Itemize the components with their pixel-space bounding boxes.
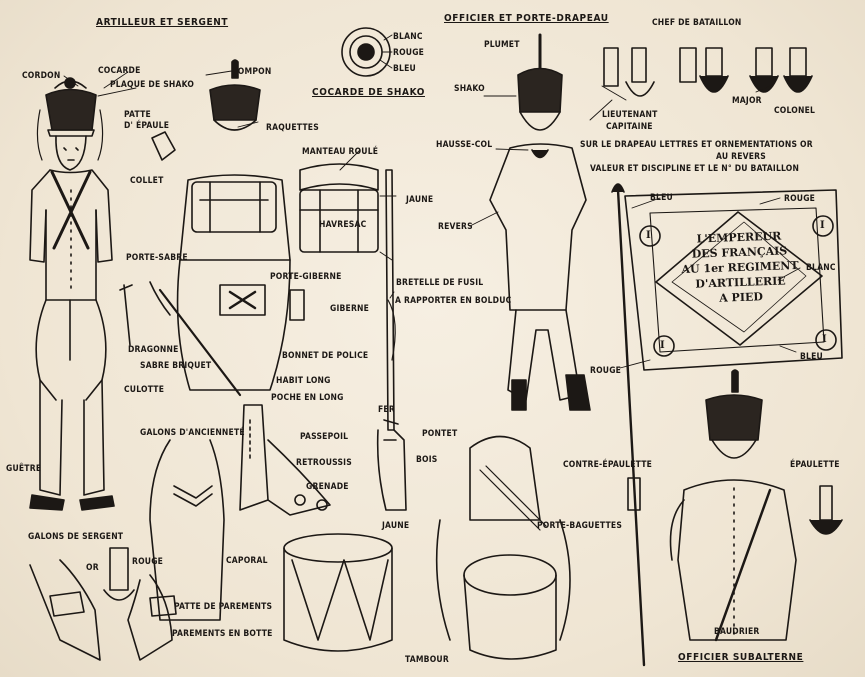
label-hausse-col: HAUSSE-COL (436, 140, 493, 150)
label-dragonne: DRAGONNE (128, 345, 179, 355)
label-passepoil: PASSEPOIL (300, 432, 349, 442)
label-pontet: PONTET (422, 429, 458, 439)
label-rouge-galons: ROUGE (132, 557, 164, 567)
label-drapeau-note-1: SUR LE DRAPEAU LETTRES ET ORNEMENTATIONS… (580, 140, 813, 150)
label-a-rapporter-en-bolduc: A RAPPORTER EN BOLDUC (395, 296, 512, 306)
label-bretelle-de-fusil: BRETELLE DE FUSIL (396, 278, 484, 288)
label-porte-giberne: PORTE-GIBERNE (270, 272, 342, 282)
label-lieutenant: LIEUTENANT (602, 110, 658, 120)
label-raquettes: RAQUETTES (266, 123, 319, 133)
label-poche-en-long: POCHE EN LONG (271, 393, 344, 403)
flag-corner-numeral-tr: I (820, 220, 825, 231)
label-galons-de-sergent: GALONS DE SERGENT (28, 532, 124, 542)
musket-drawing (376, 169, 407, 511)
label-sabre-briquet: SABRE BRIQUET (140, 361, 212, 371)
title-officier-subalterne: OFFICIER SUBALTERNE (678, 652, 804, 663)
flag-corner-numeral-bl: I (660, 340, 665, 351)
label-collet: COLLET (130, 176, 164, 186)
label-shako: SHAKO (454, 84, 485, 94)
label-plaque-de-shako: PLAQUE DE SHAKO (110, 80, 195, 90)
label-bleu-flag-top: BLEU (650, 193, 673, 203)
havresac-drawing (299, 163, 379, 253)
label-pompon: POMPON (232, 67, 272, 77)
label-plumet: PLUMET (484, 40, 520, 50)
label-havresac: HAVRESAC (319, 220, 367, 230)
epaulettes-drawing (603, 47, 813, 97)
label-bonnet-de-police: BONNET DE POLICE (282, 351, 369, 361)
label-epaulette: ÉPAULETTE (790, 460, 840, 470)
label-rouge-flag-bottom: ROUGE (590, 366, 622, 376)
leader-lines (63, 34, 801, 369)
drum-drawing (283, 533, 393, 652)
label-grenade: GRENADE (306, 482, 349, 492)
flag-inscription: L'EMPEREUR DES FRANÇAIS AU 1er REGIMENT … (669, 228, 812, 308)
label-drapeau-note-3: VALEUR ET DISCIPLINE ET LE N° DU BATAILL… (590, 164, 800, 174)
label-chef-de-bataillon: CHEF DE BATAILLON (652, 18, 742, 28)
label-jaune-stock: JAUNE (382, 521, 410, 531)
label-baudrier: BAUDRIER (714, 627, 760, 637)
label-rouge-cocarde: ROUGE (393, 48, 425, 58)
label-major: MAJOR (732, 96, 762, 106)
title-officier-et-porte-drapeau: OFFICIER ET PORTE-DRAPEAU (444, 13, 609, 24)
label-retroussis: RETROUSSIS (296, 458, 352, 468)
label-porte-baguettes: PORTE-BAGUETTES (537, 521, 623, 531)
label-capitaine: CAPITAINE (606, 122, 653, 132)
label-bois: BOIS (416, 455, 438, 465)
label-fer: FER (378, 405, 395, 415)
drummer-drawing (435, 435, 571, 660)
label-manteau-roule: MANTEAU ROULÉ (302, 147, 379, 157)
artilleur-back-figure (149, 59, 305, 397)
label-patte: PATTE (124, 110, 151, 120)
label-revers: REVERS (438, 222, 473, 232)
label-bleu-flag-bottom: BLEU (800, 352, 823, 362)
flag-corner-numeral-tl: I (646, 230, 651, 241)
label-rouge-flag-top: ROUGE (784, 194, 816, 204)
label-blanc-cocarde: BLANC (393, 32, 423, 42)
label-patte-de-parements: PATTE DE PAREMENTS (174, 602, 273, 612)
flag-corner-numeral-br: I (822, 334, 827, 345)
label-parements-en-botte: PAREMENTS EN BOTTE (172, 629, 273, 639)
habit-tail-drawing (239, 404, 331, 516)
label-cordon: CORDON (22, 71, 61, 81)
artilleur-figure (29, 77, 133, 511)
label-colonel: COLONEL (774, 106, 816, 116)
sleeves-drawing (29, 547, 177, 661)
title-cocarde-de-shako: COCARDE DE SHAKO (312, 87, 425, 98)
label-jaune-musket: JAUNE (406, 195, 434, 205)
label-galons-anciennete: GALONS D'ANCIENNETÉ (140, 428, 245, 438)
label-cocarde: COCARDE (98, 66, 141, 76)
sergeant-torso-drawing (149, 439, 225, 621)
label-porte-sabre: PORTE-SABRE (126, 253, 188, 263)
label-giberne: GIBERNE (330, 304, 370, 314)
label-tambour: TAMBOUR (405, 655, 449, 665)
label-contre-epaulette: CONTRE-ÉPAULETTE (563, 460, 653, 470)
patte-epaule-drawing (151, 131, 176, 161)
label-bleu-cocarde: BLEU (393, 64, 416, 74)
label-caporal: CAPORAL (226, 556, 268, 566)
subaltern-figure (627, 369, 843, 642)
label-culotte: CULOTTE (124, 385, 165, 395)
officer-figure (489, 33, 591, 411)
title-artilleur-et-sergent: ARTILLEUR ET SERGENT (96, 17, 229, 28)
label-habit-long: HABIT LONG (276, 376, 331, 386)
label-blanc-flag: BLANC (806, 263, 836, 273)
label-or: OR (86, 563, 99, 573)
label-drapeau-note-2: AU REVERS (716, 152, 766, 162)
label-d-epaule: D' ÉPAULE (124, 121, 170, 131)
label-guetre: GUÊTRE (6, 464, 42, 474)
flag-drawing (611, 183, 843, 667)
